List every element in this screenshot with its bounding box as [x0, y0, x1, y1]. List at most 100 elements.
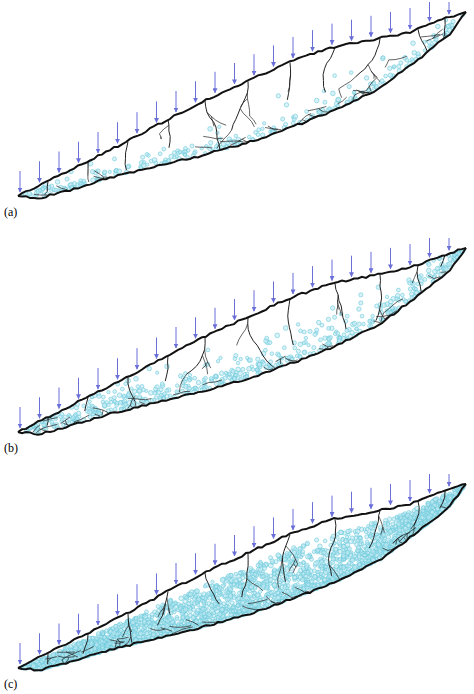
- water-particle: [448, 257, 452, 261]
- water-particle: [323, 100, 327, 104]
- water-particle: [313, 332, 317, 336]
- crack-line: [195, 147, 212, 148]
- water-particle: [379, 317, 383, 321]
- crack-line: [359, 91, 369, 93]
- crack-line: [187, 337, 205, 374]
- rain-arrow: [410, 8, 411, 29]
- water-particle: [239, 571, 243, 575]
- crack-line: [353, 95, 355, 100]
- crack-line: [95, 171, 109, 178]
- crack-network: [34, 19, 445, 195]
- crack-line: [179, 374, 186, 392]
- crack-line: [237, 324, 248, 346]
- water-particle: [167, 159, 171, 163]
- water-particle: [175, 384, 178, 387]
- water-particle: [41, 187, 45, 191]
- water-particle: [120, 387, 124, 391]
- crack-line: [165, 356, 168, 382]
- crack-line: [337, 305, 339, 314]
- water-particle: [307, 343, 310, 346]
- water-particle: [330, 306, 334, 310]
- water-particle: [82, 404, 86, 408]
- crack-line: [322, 344, 333, 347]
- slope-panel: [18, 2, 466, 198]
- crack-line: [202, 355, 207, 374]
- water-particle: [355, 327, 359, 331]
- water-particle: [178, 150, 182, 154]
- rain-arrow: [332, 24, 333, 45]
- water-particle: [171, 602, 175, 606]
- crack-line: [338, 97, 347, 104]
- crack-line: [220, 140, 241, 142]
- water-particle: [337, 339, 341, 343]
- water-particle: [375, 304, 379, 308]
- rain-arrow: [312, 266, 313, 287]
- water-particle: [147, 154, 151, 158]
- water-particle: [188, 378, 192, 382]
- water-particle: [149, 159, 153, 163]
- crack-line: [63, 423, 68, 425]
- water-particle: [327, 326, 331, 330]
- water-particle: [320, 323, 324, 327]
- water-particle: [122, 394, 126, 398]
- water-particle: [393, 65, 396, 68]
- water-particle: [167, 159, 171, 163]
- water-particle: [183, 153, 186, 156]
- rain-arrow: [449, 238, 450, 250]
- water-particle: [444, 267, 449, 272]
- water-particle: [347, 85, 351, 89]
- water-particle: [381, 56, 385, 60]
- crack-line: [373, 321, 380, 323]
- water-particle: [60, 412, 64, 416]
- water-particle: [323, 539, 327, 543]
- water-particle: [234, 134, 237, 137]
- water-particle: [302, 330, 306, 334]
- water-particle: [136, 385, 140, 389]
- water-particle: [349, 71, 353, 75]
- crack-line: [47, 418, 49, 426]
- water-particle: [408, 287, 412, 291]
- water-particle: [426, 268, 431, 273]
- water-particle: [224, 371, 228, 375]
- water-particle: [107, 390, 110, 393]
- water-particle: [146, 163, 149, 166]
- water-particle: [277, 353, 281, 357]
- water-particle: [239, 357, 242, 360]
- crack-line: [417, 265, 421, 291]
- water-particle: [405, 58, 409, 62]
- water-particle: [312, 346, 316, 350]
- water-particle: [113, 157, 117, 161]
- water-particle: [196, 387, 199, 390]
- water-particle: [298, 342, 303, 347]
- rain-arrow: [429, 238, 430, 257]
- crack-line: [87, 176, 89, 182]
- water-particle: [399, 61, 403, 65]
- water-particle: [296, 323, 299, 326]
- water-particle: [54, 188, 58, 192]
- crack-line: [61, 417, 70, 423]
- water-particle: [50, 420, 54, 424]
- water-particle: [82, 179, 86, 183]
- water-particle: [256, 368, 260, 372]
- water-particle: [305, 110, 309, 114]
- water-particle: [395, 294, 399, 298]
- water-particle: [113, 400, 117, 404]
- rain-arrow: [20, 407, 21, 428]
- water-particle: [283, 326, 288, 331]
- crack-line: [356, 39, 380, 77]
- water-particle: [399, 516, 402, 519]
- water-particle: [214, 607, 217, 610]
- water-particle: [172, 624, 177, 629]
- slip-surface: [18, 12, 466, 198]
- water-particle: [331, 91, 336, 96]
- water-particle: [284, 122, 288, 126]
- rain-arrow: [195, 317, 196, 338]
- water-particle: [208, 127, 213, 132]
- crack-line: [125, 142, 128, 171]
- water-particle: [314, 98, 319, 103]
- crack-line: [205, 101, 220, 149]
- water-particle: [416, 52, 420, 56]
- crack-line: [93, 408, 108, 413]
- slip-surface: [18, 248, 466, 435]
- crack-line: [87, 162, 88, 176]
